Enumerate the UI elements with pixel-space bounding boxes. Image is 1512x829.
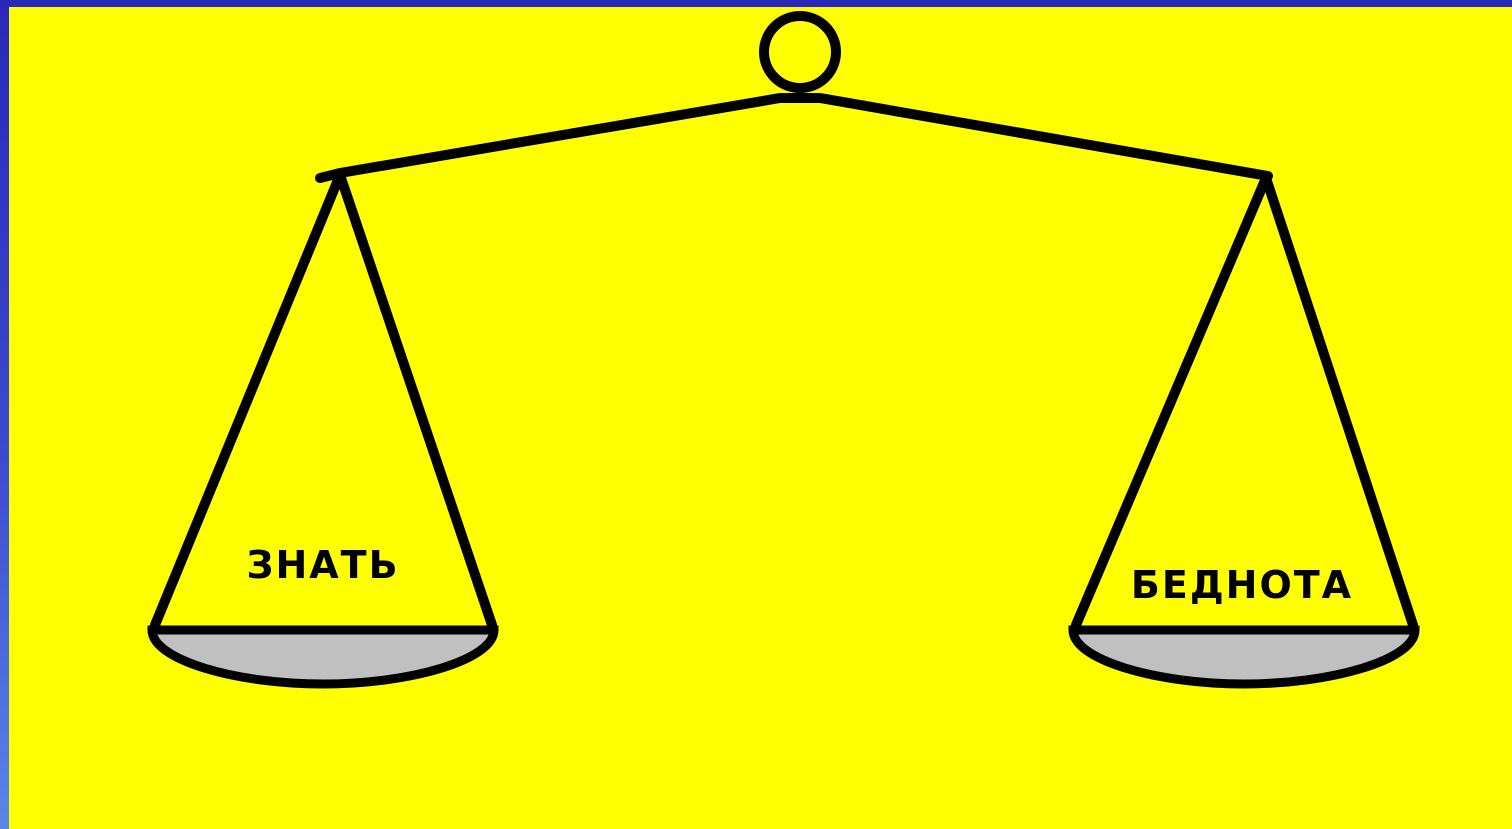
diagram-background <box>9 7 1512 829</box>
scales-diagram: ЗНАТЬ БЕДНОТА <box>9 7 1512 829</box>
right-pan-label: БЕДНОТА <box>1131 563 1353 607</box>
left-pan-label: ЗНАТЬ <box>246 543 399 587</box>
top-frame-border <box>0 0 1512 7</box>
left-frame-border <box>0 0 9 829</box>
